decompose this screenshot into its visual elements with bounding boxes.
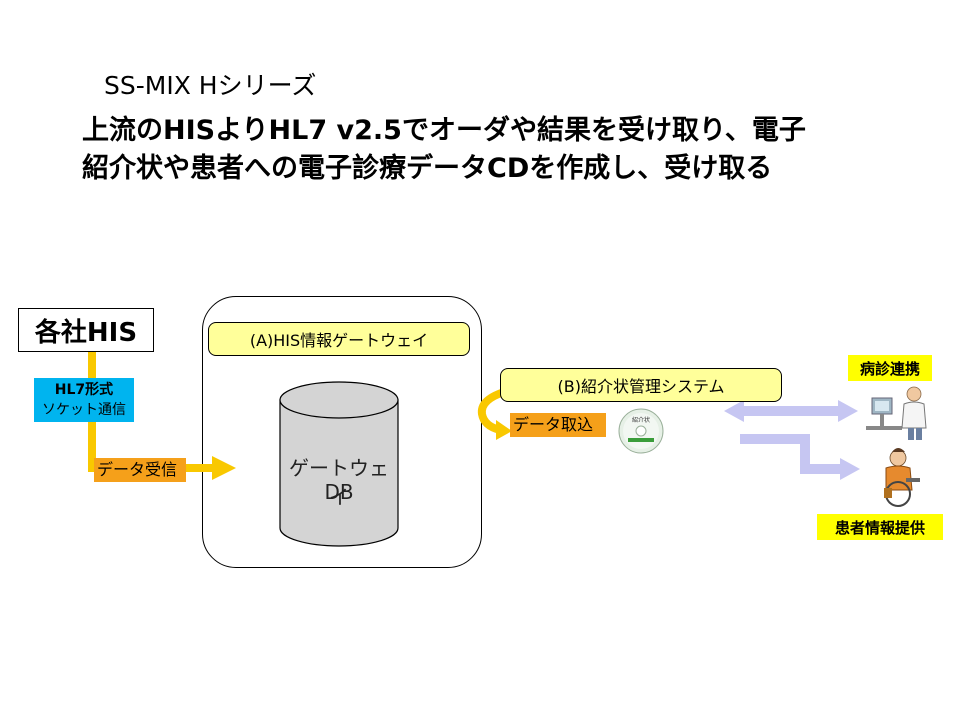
wheelchair-patient-icon [884,448,920,507]
title-line-1: SS-MIX Hシリーズ [104,71,317,100]
patient-info-label: 患者情報提供 [817,514,943,540]
title-line-2: 上流のHISよりHL7 v2.5でオーダや結果を受け取り、電子 [82,115,806,146]
exchange-arrows [724,400,860,480]
title-line-3: 紹介状や患者への電子診療データCDを作成し、受け取る [82,153,773,184]
database-cylinder [279,381,399,547]
data-import-label: データ取込 [510,413,606,437]
receive-arrow-head [212,456,236,480]
db-label-line1: ゲートウェイ [289,456,389,509]
cd-disc-icon: 紹介状 [618,408,664,454]
db-label-line2: DB [324,480,354,504]
gateway-title-box: (A)HIS情報ゲートウェイ [208,322,470,356]
hl7-format-text: HL7形式 [54,382,114,398]
data-receive-label: データ受信 [94,458,186,482]
referral-system-title-box: (B)紹介状管理システム [500,368,782,402]
clinic-cooperation-label: 病診連携 [848,355,932,381]
his-system-box: 各社HIS [18,308,154,352]
socket-communication-text: ソケット通信 [42,402,126,418]
doctor-computer-icon [866,386,927,440]
cd-label: 紹介状 [632,416,650,424]
hl7-socket-label: HL7形式 ソケット通信 [34,378,134,422]
import-curved-arrow [477,388,512,440]
